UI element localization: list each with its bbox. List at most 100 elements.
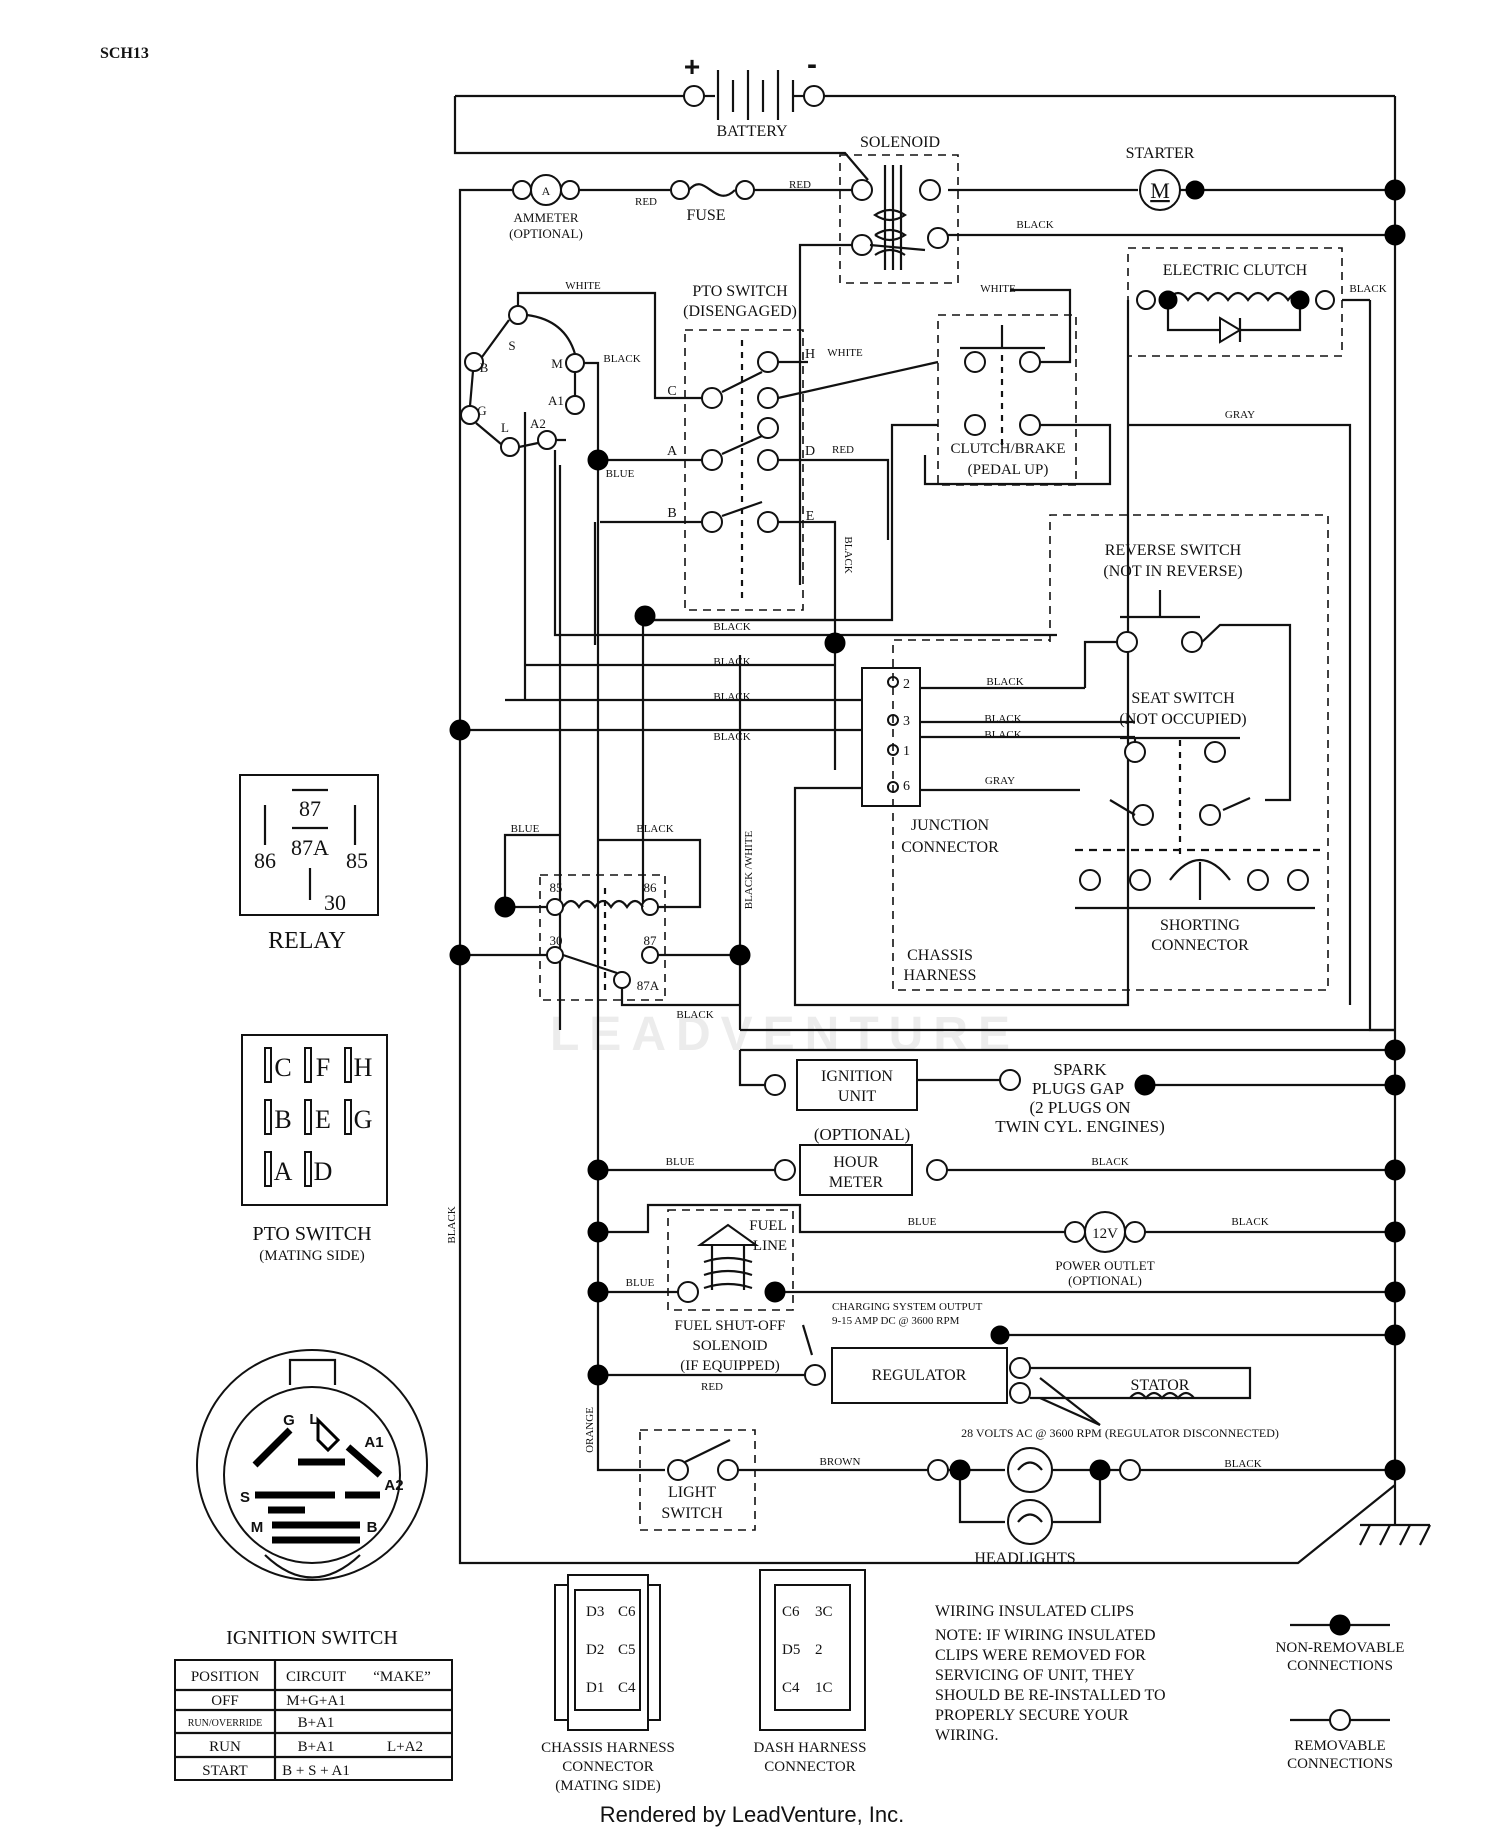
svg-text:CIRCUIT: CIRCUIT	[286, 1669, 346, 1685]
svg-text:LIGHT: LIGHT	[668, 1484, 716, 1501]
svg-text:SHORTING: SHORTING	[1160, 917, 1240, 934]
svg-text:REVERSE SWITCH: REVERSE SWITCH	[1105, 542, 1242, 559]
svg-text:M: M	[1150, 178, 1170, 203]
svg-text:12V: 12V	[1092, 1226, 1118, 1242]
doc-id: SCH13	[100, 45, 149, 62]
svg-text:(MATING SIDE): (MATING SIDE)	[555, 1778, 660, 1794]
svg-text:-: -	[807, 48, 817, 81]
battery: + - BATTERY	[683, 48, 825, 140]
svg-text:BLACK: BLACK	[1231, 1216, 1268, 1228]
svg-text:PLUGS GAP: PLUGS GAP	[1032, 1079, 1124, 1098]
svg-text:BLACK: BLACK	[986, 676, 1023, 688]
svg-text:28 VOLTS AC @ 3600 RPM (REGULA: 28 VOLTS AC @ 3600 RPM (REGULATOR DISCON…	[961, 1426, 1279, 1440]
svg-text:M: M	[251, 1519, 264, 1536]
svg-text:RED: RED	[635, 196, 657, 208]
relay-schematic: 85 86 30 87 87A BLUE BLACK BLACK BLACK /…	[460, 823, 755, 1030]
svg-text:E: E	[806, 509, 815, 524]
chassis-pin: C6	[618, 1604, 636, 1620]
ignition-switch-face: G L A1 S A2 M B IGNITION SWITCH	[196, 1349, 428, 1649]
svg-text:D: D	[805, 444, 815, 459]
svg-text:SEAT SWITCH: SEAT SWITCH	[1131, 690, 1235, 707]
pto-pin-slot	[264, 1151, 272, 1187]
hour-meter: (OPTIONAL) HOUR METER BLUE BLACK	[598, 1125, 1395, 1196]
svg-text:CHASSIS HARNESS: CHASSIS HARNESS	[541, 1740, 675, 1756]
svg-text:WHITE: WHITE	[565, 280, 601, 292]
svg-text:87: 87	[644, 933, 658, 948]
chassis-pin: C4	[618, 1680, 636, 1696]
svg-text:H: H	[805, 347, 815, 362]
svg-text:BLACK: BLACK	[446, 1206, 458, 1243]
pto-pin-slot	[304, 1047, 312, 1083]
note-line: PROPERLY SECURE YOUR	[935, 1707, 1129, 1724]
solenoid: SOLENOID	[839, 134, 959, 284]
dash-pin: D5	[782, 1642, 800, 1658]
svg-text:S: S	[240, 1489, 250, 1506]
svg-text:OFF: OFF	[211, 1693, 239, 1709]
bus-lines: BLACK BLACK BLACK BLACK BLACK BLACK BLAC…	[460, 618, 1135, 792]
svg-text:BLUE: BLUE	[908, 1216, 937, 1228]
fuel-shutoff-solenoid: FUEL LINE BLUE FUEL SHUT-OFF SOLENOID (I…	[598, 1209, 1395, 1374]
fuse: FUSE	[670, 180, 755, 224]
svg-text:86: 86	[644, 880, 658, 895]
shorting-connector: SHORTING CONNECTOR	[1075, 858, 1315, 954]
svg-text:REMOVABLE: REMOVABLE	[1294, 1738, 1385, 1754]
svg-text:BLACK: BLACK	[984, 713, 1021, 725]
svg-text:G: G	[283, 1412, 295, 1429]
watermark: LEADVENTURE	[550, 1008, 1020, 1061]
svg-text:RED: RED	[701, 1381, 723, 1393]
svg-text:FUSE: FUSE	[686, 207, 725, 224]
svg-text:B: B	[480, 360, 489, 375]
note-line: SHOULD BE RE-INSTALLED TO	[935, 1687, 1166, 1704]
svg-text:(NOT IN REVERSE): (NOT IN REVERSE)	[1103, 563, 1242, 580]
svg-text:BLUE: BLUE	[511, 823, 540, 835]
svg-text:RUN/OVERRIDE: RUN/OVERRIDE	[188, 1718, 262, 1729]
pto-wires	[516, 288, 1352, 1170]
svg-text:REGULATOR: REGULATOR	[872, 1367, 967, 1384]
ammeter: A AMMETER (OPTIONAL)	[509, 174, 583, 241]
svg-text:FUEL: FUEL	[749, 1218, 787, 1234]
svg-text:BLACK: BLACK	[713, 621, 750, 633]
svg-text:A: A	[667, 444, 678, 459]
svg-text:BLACK: BLACK	[713, 656, 750, 668]
junction-connector: 2 3 1 6 JUNCTION CONNECTOR	[861, 667, 999, 856]
dash-pin: 3C	[815, 1604, 833, 1620]
chassis-pin: D1	[586, 1680, 604, 1696]
svg-text:RUN: RUN	[209, 1739, 241, 1755]
dash-pin: 2	[815, 1642, 823, 1658]
svg-text:CONNECTIONS: CONNECTIONS	[1287, 1658, 1393, 1674]
svg-text:(NOT OCCUPIED): (NOT OCCUPIED)	[1119, 711, 1246, 728]
svg-text:30: 30	[550, 933, 563, 948]
svg-text:(PEDAL UP): (PEDAL UP)	[968, 462, 1049, 478]
svg-text:IGNITION SWITCH: IGNITION SWITCH	[226, 1627, 398, 1649]
pto-switch: PTO SWITCH (DISENGAGED) C A B H D E	[667, 283, 815, 611]
pto-pin-label: E	[315, 1105, 331, 1134]
svg-text:ORANGE: ORANGE	[584, 1407, 596, 1453]
svg-text:AMMETER: AMMETER	[514, 210, 579, 225]
svg-text:BLACK /WHITE: BLACK /WHITE	[743, 830, 755, 909]
svg-text:BLACK: BLACK	[713, 691, 750, 703]
svg-text:B + S + A1: B + S + A1	[282, 1763, 350, 1779]
svg-text:BLUE: BLUE	[606, 468, 635, 480]
svg-text:RED: RED	[832, 444, 854, 456]
svg-text:BLACK: BLACK	[842, 536, 854, 573]
svg-text:HARNESS: HARNESS	[904, 967, 977, 984]
svg-text:BLACK: BLACK	[1016, 219, 1053, 231]
relay-legend: 87 86 87A 85 30 RELAY	[239, 774, 379, 954]
svg-text:WIRING INSULATED CLIPS: WIRING INSULATED CLIPS	[935, 1603, 1134, 1620]
svg-text:ELECTRIC CLUTCH: ELECTRIC CLUTCH	[1163, 262, 1308, 279]
svg-text:L: L	[501, 420, 509, 435]
pto-pin-label: G	[354, 1105, 373, 1134]
svg-text:A1: A1	[364, 1434, 383, 1451]
svg-text:“MAKE”: “MAKE”	[373, 1669, 430, 1685]
svg-text:G: G	[477, 403, 486, 418]
svg-text:START: START	[202, 1763, 247, 1779]
ignition-table: POSITION CIRCUIT “MAKE” OFF M+G+A1 RUN/O…	[174, 1659, 453, 1781]
svg-text:SOLENOID: SOLENOID	[860, 134, 940, 151]
svg-text:(IF EQUIPPED): (IF EQUIPPED)	[680, 1358, 780, 1374]
svg-text:87A: 87A	[637, 978, 660, 993]
seat-switch: SEAT SWITCH (NOT OCCUPIED)	[1075, 690, 1320, 855]
connection-legend: NON-REMOVABLE CONNECTIONS REMOVABLE CONN…	[1276, 1614, 1404, 1772]
note-line: NOTE: IF WIRING INSULATED	[935, 1627, 1156, 1644]
svg-text:CONNECTOR: CONNECTOR	[1151, 937, 1249, 954]
